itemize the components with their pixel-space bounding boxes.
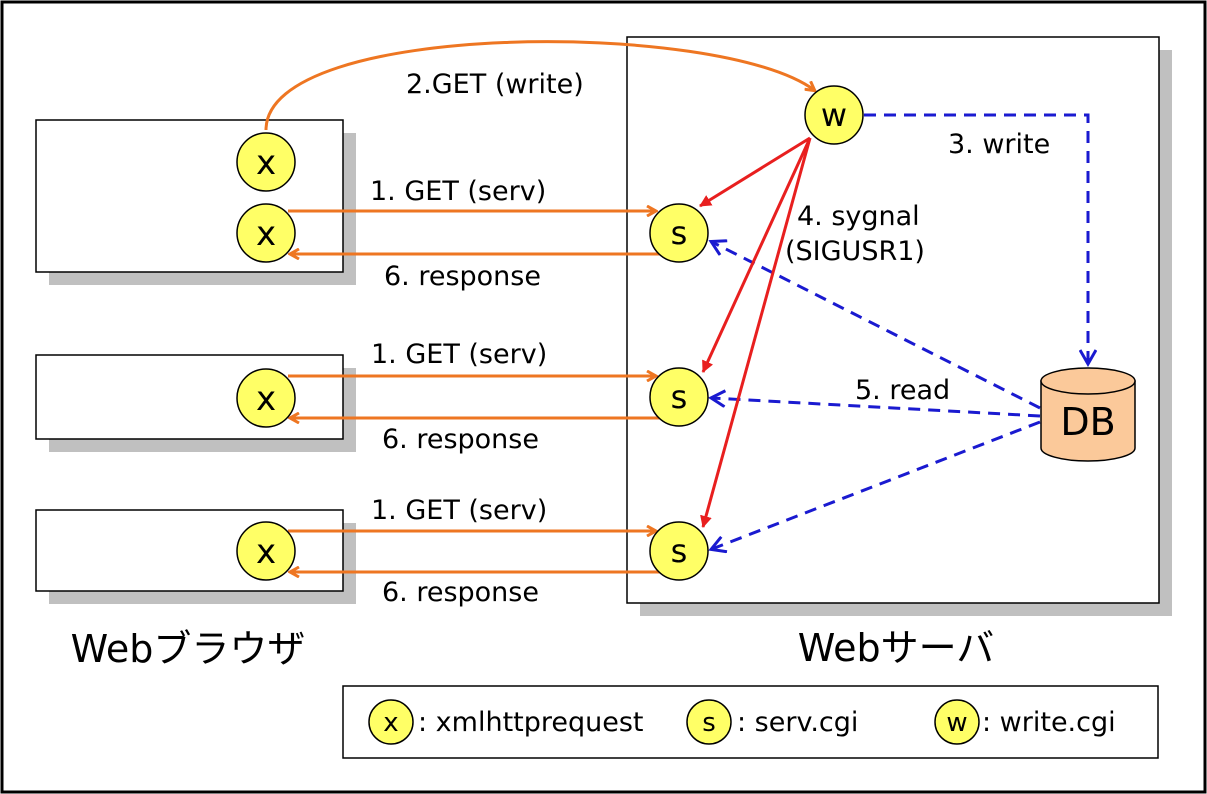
- svg-text:x: x: [383, 708, 398, 738]
- xmlhttprequest-node-1: x: [236, 203, 296, 263]
- serv-cgi-node-1: s: [649, 203, 709, 263]
- svg-text:x: x: [256, 532, 276, 572]
- xmlhttprequest-node-2: x: [236, 368, 296, 428]
- serv-cgi-node-2: s: [649, 367, 709, 427]
- signal-arrow-2: [701, 137, 812, 373]
- browser-window-3: [35, 509, 344, 592]
- browser-window-1: [35, 119, 344, 273]
- legend-w-text: : write.cgi: [982, 707, 1116, 738]
- svg-text:x: x: [256, 379, 276, 419]
- svg-text:s: s: [671, 378, 688, 416]
- svg-text:s: s: [671, 532, 688, 570]
- response-label-3: 6. response: [382, 577, 539, 608]
- svg-text:s: s: [702, 708, 716, 738]
- signal-arrow-1: [699, 136, 811, 208]
- signal-arrow-3: [700, 137, 812, 528]
- server-caption: Webサーバ: [798, 626, 994, 670]
- get-serv-label-3: 1. GET (serv): [371, 495, 547, 526]
- response-label-1: 6. response: [384, 261, 541, 292]
- svg-text:w: w: [821, 96, 847, 134]
- svg-text:s: s: [671, 214, 688, 252]
- signal-label-line2: (SIGUSR1): [785, 236, 925, 267]
- write-label: 3. write: [948, 129, 1050, 160]
- response-label-2: 6. response: [382, 424, 539, 455]
- browser-window-2: [35, 354, 344, 440]
- write-cgi-node: w: [804, 85, 864, 145]
- get-write-arrow: [264, 40, 814, 131]
- read-label: 5. read: [855, 375, 950, 406]
- svg-text:x: x: [256, 143, 276, 183]
- database-cylinder: DB: [1040, 367, 1136, 462]
- svg-text:x: x: [256, 214, 276, 254]
- browser-caption: Webブラウザ: [71, 627, 306, 671]
- legend-x-symbol: [368, 699, 414, 745]
- read-arrow-2: [712, 398, 1041, 418]
- db-label: DB: [1060, 400, 1115, 444]
- signal-label-line1: 4. sygnal: [797, 201, 920, 232]
- legend-s-text: : serv.cgi: [737, 707, 858, 738]
- web-server-box: [626, 36, 1160, 604]
- xmlhttprequest-node-write: x: [236, 132, 296, 192]
- read-arrow-1: [712, 242, 1041, 410]
- legend-box: [342, 685, 1159, 759]
- legend-x-text: : xmlhttprequest: [418, 707, 644, 738]
- xmlhttprequest-node-3: x: [236, 521, 296, 581]
- svg-text:w: w: [946, 708, 967, 738]
- serv-cgi-node-3: s: [649, 521, 709, 581]
- legend-s-symbol: [686, 699, 732, 745]
- write-db-arrow: [864, 113, 1088, 363]
- legend-w-symbol: [934, 699, 980, 745]
- get-serv-label-1: 1. GET (serv): [370, 176, 546, 207]
- get-write-label: 2.GET (write): [406, 69, 584, 100]
- get-serv-label-2: 1. GET (serv): [371, 339, 547, 370]
- legend: x : xmlhttprequest s : serv.cgi w : writ…: [342, 685, 1159, 759]
